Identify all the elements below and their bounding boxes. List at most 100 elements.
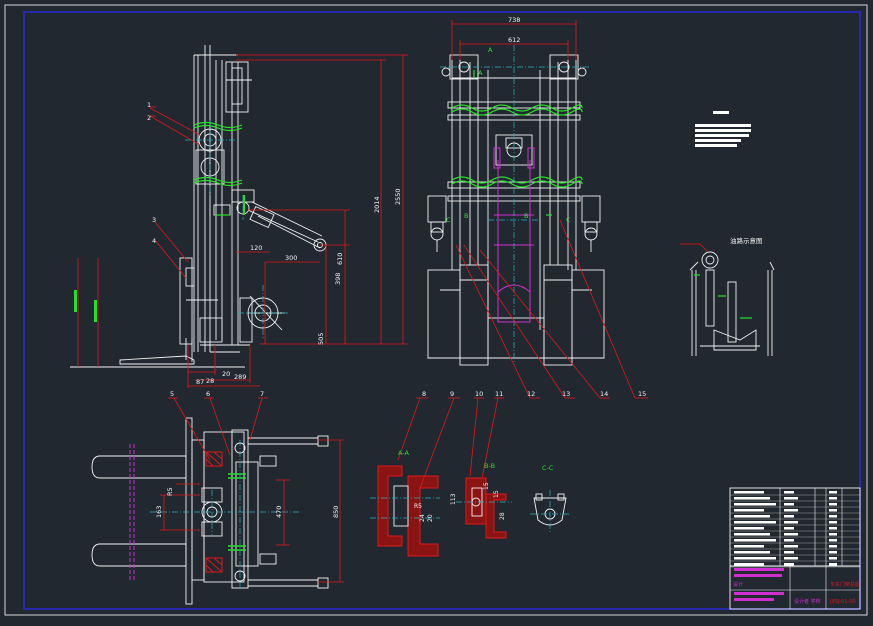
parts-row-qty <box>829 521 837 524</box>
dim-470: 470 <box>275 506 283 518</box>
dim-2550: 2550 <box>394 188 402 205</box>
part-label-6: 6 <box>206 390 210 398</box>
parts-row-qty <box>829 515 837 518</box>
label-b-left: B <box>464 212 468 220</box>
dim-120: 120 <box>250 244 262 252</box>
callout-8: 8 <box>422 390 426 398</box>
parts-row-qty <box>829 527 837 530</box>
front-view-dimensions <box>451 20 648 399</box>
side-view-dimension-text: 2550 2014 610 398 505 120 300 87 28 20 2… <box>147 101 402 386</box>
section-aa-dim-2: 20 <box>427 514 434 522</box>
title-block-drawing-name: 叉车门架总图 <box>830 581 860 588</box>
parts-row-qty <box>829 497 837 500</box>
side-view-centerlines <box>185 120 290 340</box>
dim-505: 505 <box>317 333 325 345</box>
part-label-5: 5 <box>170 390 174 398</box>
dim-20: 20 <box>222 370 230 378</box>
outer-frame <box>4 4 868 616</box>
front-view-centerlines <box>440 45 590 365</box>
label-c-right: C <box>566 216 571 224</box>
part-label-2: 2 <box>147 114 151 122</box>
technical-notes <box>695 111 751 147</box>
section-bb-dim-3: 28 <box>499 512 506 520</box>
section-bb-dim-2: 15 <box>493 490 500 498</box>
fork-tip-marker-b <box>94 300 97 322</box>
detail-view-title: 油路示意图 <box>730 236 763 245</box>
part-label-3: 3 <box>152 216 156 224</box>
parts-row-name <box>734 551 770 554</box>
dim-289: 289 <box>234 373 246 381</box>
section-aa: A-A R5 24 20 <box>370 397 460 557</box>
callout-11: 11 <box>495 390 503 398</box>
plan-view-centerlines <box>150 440 300 590</box>
dim-87: 87 <box>196 378 204 386</box>
title-block: 叉车门架总图 JXSJ-01-00 设计 设计者 学校 <box>729 487 861 610</box>
parts-row-spec <box>784 521 798 524</box>
parts-row-qty <box>829 533 837 536</box>
dim-738: 738 <box>508 16 520 24</box>
label-b-right: B <box>524 212 528 220</box>
callout-12: 12 <box>527 390 535 398</box>
parts-row-qty <box>829 509 837 512</box>
dim-28: 28 <box>206 377 214 385</box>
parts-row-name <box>734 527 764 530</box>
section-bb-dim-0: 113 <box>450 493 457 505</box>
dim-300: 300 <box>285 254 297 262</box>
front-view-text: 738 612 A A B B C C <box>446 16 571 224</box>
title-block-signature: 设计 <box>733 581 743 588</box>
parts-row-name <box>734 509 764 512</box>
side-view <box>70 45 327 368</box>
plan-view-section-hatch <box>205 451 223 573</box>
plan-view-text: 850 470 163 R5 5 6 7 <box>155 390 340 518</box>
parts-row-qty <box>829 551 837 554</box>
parts-row-name <box>734 539 776 542</box>
parts-row-qty <box>829 503 837 506</box>
section-bb: B-B 113 15 15 28 <box>450 397 512 539</box>
hydraulic-detail-view <box>689 251 775 356</box>
title-block-rows <box>730 491 860 568</box>
section-cc-title: C-C <box>542 464 554 472</box>
plan-view <box>91 417 329 605</box>
front-view-hidden-lines <box>493 147 535 323</box>
parts-row-spec <box>784 545 798 548</box>
hydraulic-leader <box>680 243 709 253</box>
parts-row-spec <box>784 557 798 560</box>
dim-610: 610 <box>336 253 344 265</box>
section-aa-dim-1: 24 <box>419 514 426 522</box>
section-bb-title: B-B <box>484 462 495 470</box>
label-c-left: C <box>446 216 451 224</box>
section-cc <box>530 490 570 532</box>
part-label-1: 1 <box>147 101 151 109</box>
fork-tip-marker-a <box>74 290 77 312</box>
side-view-accents <box>193 121 245 216</box>
callout-10: 10 <box>475 390 483 398</box>
callout-numbers: 8 9 10 11 12 13 14 15 <box>422 390 646 398</box>
parts-row-qty <box>829 491 837 494</box>
dim-850: 850 <box>332 506 340 518</box>
label-a-left: A <box>478 69 483 77</box>
front-view-chains <box>451 70 583 216</box>
part-label-4: 4 <box>152 237 156 245</box>
label-a-right: A <box>488 46 493 54</box>
title-block-school: 设计者 学校 <box>794 598 821 605</box>
dim-163: 163 <box>155 506 163 518</box>
parts-row-spec <box>784 497 798 500</box>
hydraulic-accents <box>694 274 752 319</box>
plan-view-hidden <box>129 444 135 582</box>
callout-15: 15 <box>638 390 646 398</box>
parts-row-spec <box>784 533 798 536</box>
dim-r5: R5 <box>166 487 174 496</box>
parts-row-spec <box>784 539 794 542</box>
parts-row-name <box>734 545 764 548</box>
parts-row-name <box>734 521 776 524</box>
side-view-dimensions <box>77 54 408 388</box>
parts-row-qty <box>829 563 837 566</box>
dim-398: 398 <box>334 273 342 285</box>
plan-view-accents <box>228 473 246 551</box>
parts-row-spec <box>784 563 794 566</box>
parts-row-name <box>734 491 764 494</box>
inner-frame <box>23 11 861 610</box>
parts-row-spec <box>784 509 798 512</box>
